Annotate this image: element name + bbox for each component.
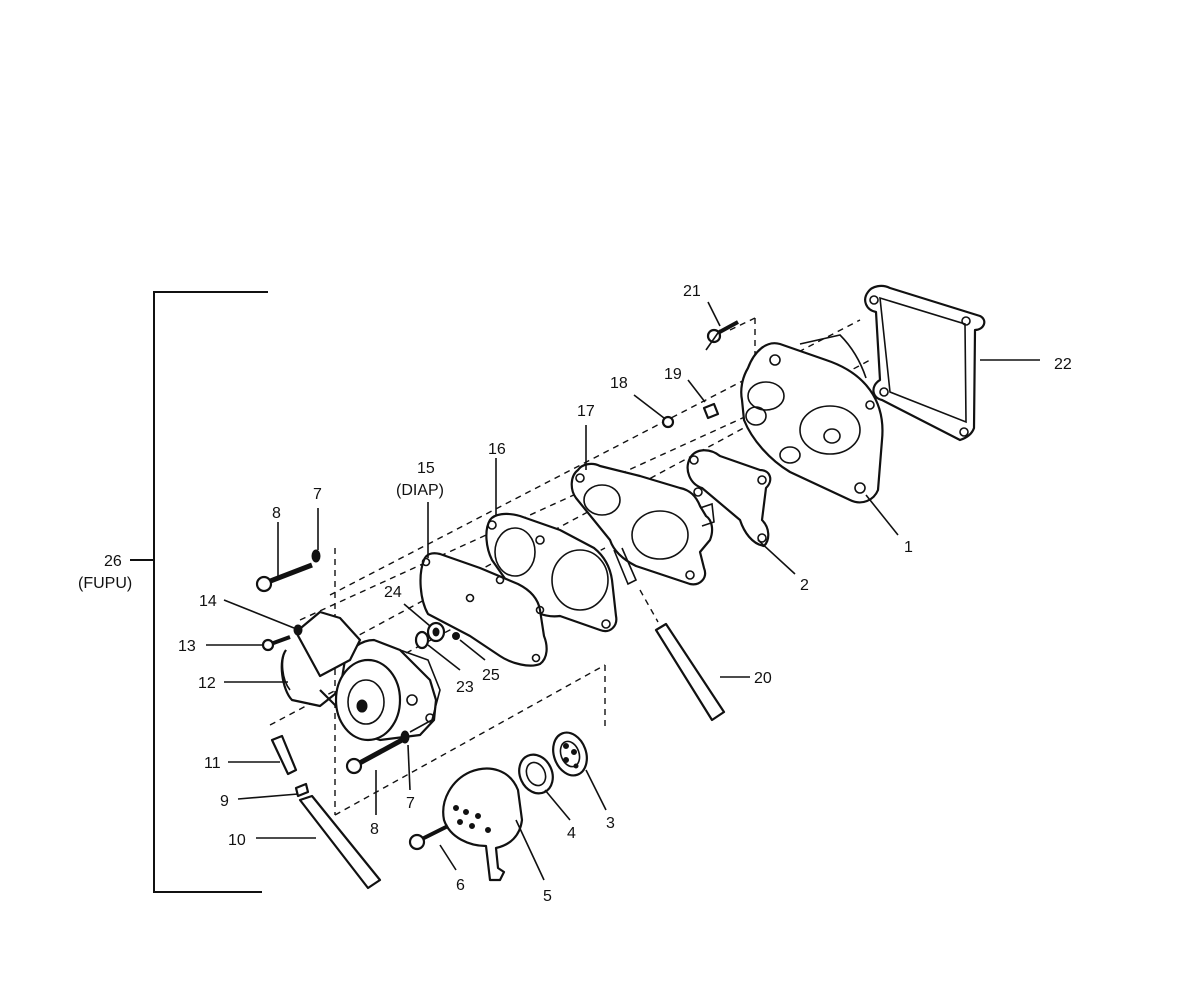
callout-20: 20 [754,670,772,687]
part-19-plug [702,402,720,420]
part-23-ring [414,630,430,650]
callout-15: 15 [417,460,435,477]
part-17-cover [570,462,715,586]
callout-11: 11 [204,755,221,772]
part-24-valve [426,621,446,643]
callout-26-subtitle: (FUPU) [78,575,132,592]
callout-12: 12 [198,675,216,692]
callout-21: 21 [683,283,701,300]
part-22-gasket [864,284,986,442]
callout-10: 10 [228,832,246,849]
callout-2: 2 [800,577,809,594]
part-25-pin [452,632,460,640]
part-21-bolt [706,320,739,344]
callout-4: 4 [567,825,576,842]
part-4-ring [518,753,554,795]
callout-17: 17 [577,403,595,420]
callout-18: 18 [610,375,628,392]
part-11-fitting [270,734,298,776]
callout-labels: 1 2 3 4 5 6 7 7 8 8 9 10 11 12 13 14 15 … [78,283,1072,905]
part-15-diaphragm [419,552,548,667]
part-12-pump-body [280,610,441,742]
part-10-hose [298,794,382,890]
part-20-hose [654,622,726,722]
callout-15-subtitle: (DIAP) [396,482,444,499]
callout-25: 25 [482,667,500,684]
callout-5: 5 [543,888,552,905]
assembly-bracket [130,291,268,893]
callout-13: 13 [178,638,196,655]
callout-6: 6 [456,877,465,894]
callout-7-lower: 7 [406,795,415,812]
part-7-washer-upper [311,549,321,563]
callout-1: 1 [904,539,913,556]
part-1-housing [740,334,884,504]
callout-14: 14 [199,593,217,610]
part-2-plate [686,449,772,548]
callout-8-upper: 8 [272,505,281,522]
callout-26: 26 [104,553,122,570]
part-3-screen [552,731,588,777]
callout-24: 24 [384,584,402,601]
callout-9: 9 [220,793,229,810]
callout-3: 3 [606,815,615,832]
part-13-screw [261,635,291,652]
leader-lines [206,301,1040,881]
part-5-cap [442,767,524,882]
callout-19: 19 [664,366,682,383]
part-16-gasket [485,512,618,633]
part-18-nut [661,415,675,429]
callout-22: 22 [1054,356,1072,373]
callout-16: 16 [488,441,506,458]
part-7-washer-lower [400,730,410,744]
part-8-screw-upper [255,562,313,593]
callout-23: 23 [456,679,474,696]
callout-7-upper: 7 [313,486,322,503]
part-8-screw-lower [345,737,404,775]
part-14-washer [293,624,303,636]
part-6-screw [408,824,449,851]
callout-8-lower: 8 [370,821,379,838]
